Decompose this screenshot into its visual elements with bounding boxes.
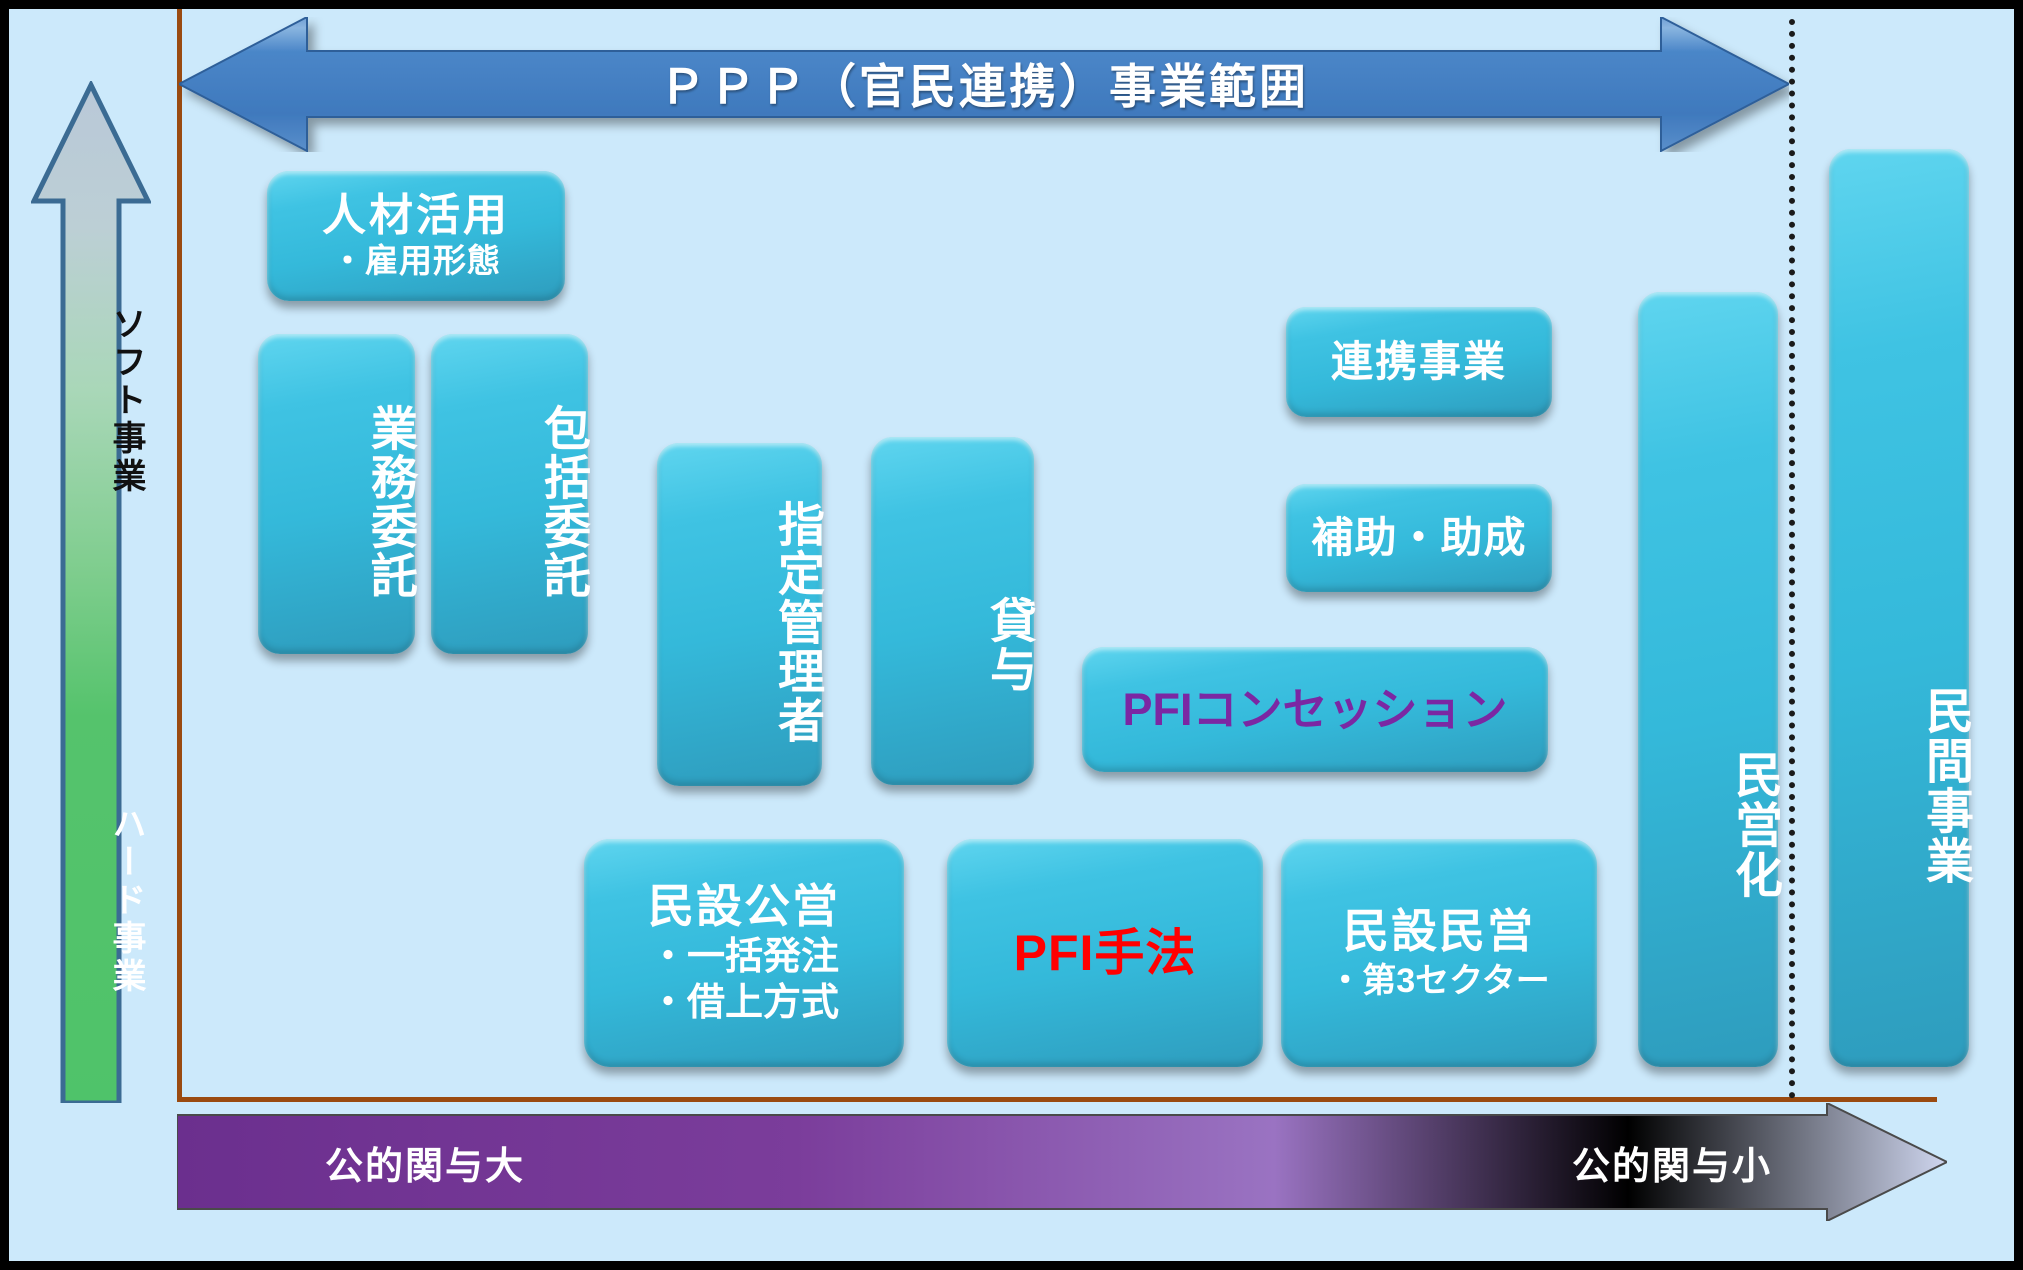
ppp-scope-label: ＰＰＰ（官民連携）事業範囲	[659, 60, 1309, 113]
public-involvement-high-label: 公的関与大	[325, 1145, 526, 1188]
box-minsetsu-minei[interactable]: 民設民営 ・第3セクター	[1281, 839, 1597, 1067]
soft-business-label: ソフト事業	[107, 306, 145, 496]
box-minsetsu-minei-title: 民設民営	[1343, 904, 1535, 957]
box-hojo-josei[interactable]: 補助・助成	[1286, 484, 1552, 592]
box-taiyo[interactable]: 貸与	[871, 437, 1036, 785]
box-gyomu-itaku-title: 業務委託	[364, 404, 417, 600]
public-involvement-arrow: 公的関与大 公的関与小	[176, 1101, 1950, 1223]
box-gyomu-itaku[interactable]: 業務委託	[258, 334, 417, 654]
dotted-boundary-line	[1789, 19, 1795, 1099]
box-pfi-concession-title: PFIコンセッション	[1122, 683, 1508, 735]
box-minsetsu-koei-sub2: ・借上方式	[648, 982, 839, 1025]
box-minsetsu-koei[interactable]: 民設公営 ・一括発注 ・借上方式	[584, 839, 904, 1067]
diagram-canvas: ＰＰＰ（官民連携）事業範囲 ソフト事業 ハード事業	[9, 9, 2014, 1261]
box-minkan-jigyo-title: 民間事業	[1918, 685, 1971, 886]
horizontal-axis-line	[177, 1097, 1937, 1102]
ppp-scope-arrow: ＰＰＰ（官民連携）事業範囲	[176, 15, 1792, 153]
box-minkan-jigyo[interactable]: 民間事業	[1829, 149, 1971, 1067]
vertical-axis-line	[177, 9, 182, 1101]
box-hokatsu-itaku[interactable]: 包括委託	[431, 334, 590, 654]
public-involvement-low-label: 公的関与小	[1572, 1145, 1773, 1188]
box-pfi-shuho-title: PFI手法	[1013, 924, 1197, 981]
box-jinzai-katsuyo-sub: ・雇用形態	[331, 241, 501, 279]
soft-hard-axis-arrow: ソフト事業 ハード事業	[29, 79, 153, 1106]
box-hokatsu-itaku-title: 包括委託	[537, 404, 590, 600]
box-pfi-shuho[interactable]: PFI手法	[947, 839, 1263, 1067]
box-mineika[interactable]: 民営化	[1638, 292, 1780, 1067]
box-mineika-title: 民営化	[1727, 749, 1780, 900]
box-renkei-jigyo-title: 連携事業	[1330, 337, 1507, 385]
public-involvement-arrow-shape	[176, 1101, 1950, 1223]
box-jinzai-katsuyo-title: 人材活用	[322, 191, 510, 241]
box-shitei-kanrisha-title: 指定管理者	[771, 500, 824, 745]
box-minsetsu-koei-title: 民設公営	[648, 880, 840, 933]
box-minsetsu-minei-sub: ・第3セクター	[1328, 962, 1550, 1001]
hard-business-label: ハード事業	[107, 806, 145, 996]
box-pfi-concession[interactable]: PFIコンセッション	[1082, 647, 1548, 772]
box-hojo-josei-title: 補助・助成	[1311, 513, 1527, 561]
box-taiyo-title: 貸与	[983, 596, 1036, 694]
box-jinzai-katsuyo[interactable]: 人材活用 ・雇用形態	[267, 171, 565, 301]
box-shitei-kanrisha[interactable]: 指定管理者	[657, 443, 824, 786]
box-renkei-jigyo[interactable]: 連携事業	[1286, 307, 1552, 417]
box-minsetsu-koei-sub1: ・一括発注	[648, 936, 839, 979]
